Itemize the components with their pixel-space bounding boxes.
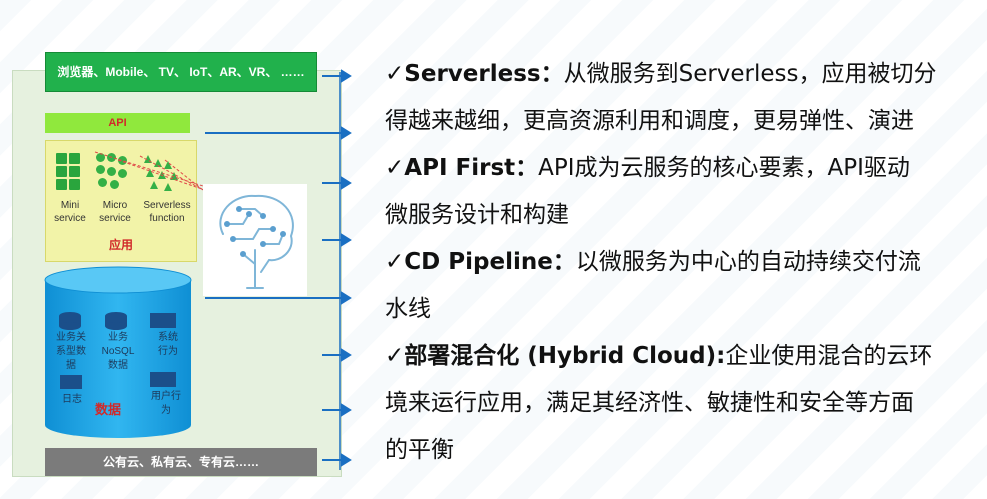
bullet-line: ✓部署混合化 (Hybrid Cloud):企业使用混合的云环 xyxy=(385,343,933,369)
data-item-label: 用户行 为 xyxy=(151,391,181,416)
bullet-keyword: API First： xyxy=(404,155,539,181)
bullet-line: ✓API First：API成为云服务的核心要素，API驱动 xyxy=(385,155,910,181)
clients-bar: 浏览器、Mobile、 TV、 IoT、AR、VR、 …… xyxy=(45,52,317,92)
data-item-label: 业务 NoSQL 数据 xyxy=(101,332,135,371)
app-item-label: Mini service xyxy=(54,200,86,224)
bullet-line: 微服务设计和构建 xyxy=(385,202,569,228)
app-title: 应用 xyxy=(108,238,133,252)
app-item-label: Micro service xyxy=(99,200,131,224)
bullet-keyword: 部署混合化 (Hybrid Cloud): xyxy=(404,343,726,369)
mini-service-icon xyxy=(56,153,67,164)
bullet-line: 境来运行应用，满足其经济性、敏捷性和安全等方面 xyxy=(385,390,914,416)
bullet-keyword: Serverless： xyxy=(404,61,564,87)
data-title: 数据 xyxy=(95,402,122,417)
bullet-line: 水线 xyxy=(385,296,431,322)
micro-service-icon xyxy=(96,153,105,162)
brain-icon xyxy=(203,184,307,296)
bullet-line: 的平衡 xyxy=(385,437,454,463)
bullet-line: ✓CD Pipeline：以微服务为中心的自动持续交付流 xyxy=(385,249,921,275)
bullet-list: ✓Serverless：从微服务到Serverless，应用被切分 得越来越细，… xyxy=(385,56,975,479)
data-item-label: 日志 xyxy=(62,394,82,405)
serverless-function-icon xyxy=(144,155,152,163)
bullet-keyword: CD Pipeline： xyxy=(404,249,576,275)
data-item-label: 系统 行为 xyxy=(158,332,178,357)
bullet-line: 得越来越细，更高资源利用和调度，更易弹性、演进 xyxy=(385,108,914,134)
api-bar: API xyxy=(45,113,190,133)
app-item-label: Serverless function xyxy=(143,200,191,224)
cloud-bar: 公有云、私有云、专有云…… xyxy=(45,448,317,476)
data-item-label: 业务关 系型数 据 xyxy=(56,332,86,371)
bullet-line: ✓Serverless：从微服务到Serverless，应用被切分 xyxy=(385,61,937,87)
